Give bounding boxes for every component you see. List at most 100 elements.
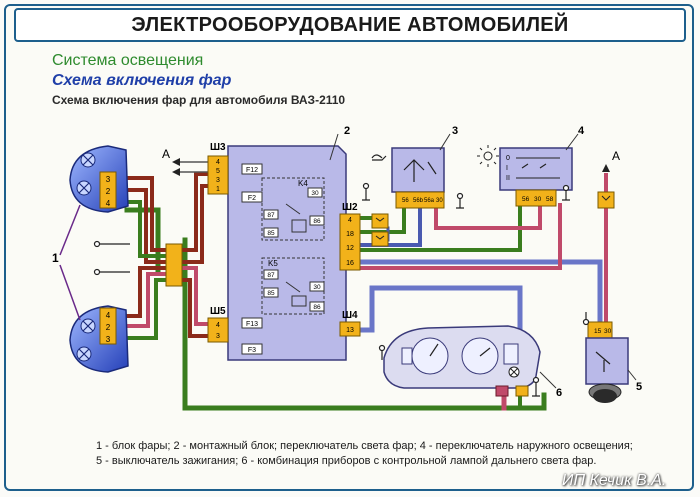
legend-line-2: 5 - выключатель зажигания; 6 - комбинаци… [96, 455, 597, 467]
wire-sh2-16b [358, 203, 562, 270]
sun-icon [477, 145, 499, 167]
wire-lower-lamp-1 [114, 266, 170, 318]
exterior-light-switch: 0 I II 56 30 58 [499, 147, 573, 207]
switch4-mark: 0 [506, 155, 510, 162]
wire-to-sh5-b [180, 278, 210, 338]
switch4-pin: 30 [534, 196, 542, 203]
ground-symbol-switch3 [456, 192, 464, 209]
ignition-switch: 15 30 [585, 321, 629, 403]
connector-sh3-label: Ш3 [210, 142, 226, 153]
callout-1-leader [59, 204, 81, 321]
fuse-f3: F3 [248, 347, 256, 354]
k5-pin: 87 [267, 272, 275, 279]
lamp-pin: 4 [106, 311, 111, 320]
sh4-pin: 13 [346, 327, 354, 334]
wire-to-sh5-a [180, 266, 210, 326]
callout-5: 5 [636, 381, 642, 393]
fuse-f13: F13 [246, 321, 258, 328]
title-banner: ЭЛЕКТРООБОРУДОВАНИЕ АВТОМОБИЛЕЙ [14, 8, 686, 42]
headlamp-upper [69, 145, 129, 213]
callout-6-leader [539, 371, 557, 389]
ignition-pin: 30 [604, 328, 612, 335]
ground-symbol-lower [93, 268, 130, 276]
wire-sh2-12 [358, 203, 422, 247]
sh5-pin: 4 [216, 322, 220, 329]
switch3-pin: 56a [424, 198, 435, 204]
wire-to-sh3-b [180, 184, 210, 264]
diagram-caption: Схема включения фар для автомобиля ВАЗ-2… [52, 93, 346, 107]
sh2-pin: 4 [348, 217, 352, 224]
ground-symbol-upper [93, 240, 130, 248]
mounting-block: 4 5 3 1 Ш3 4 3 Ш5 4 18 12 16 Ш2 13 Ш4 F1… [207, 142, 361, 361]
sh5-pin: 3 [216, 333, 220, 340]
callout-6: 6 [556, 387, 562, 399]
k4-pin: 86 [313, 218, 321, 225]
connector-sh4-label: Ш4 [342, 310, 358, 321]
relay-k4-label: K4 [298, 179, 308, 188]
k4-pin: 87 [267, 212, 275, 219]
switch4-pin: 58 [546, 196, 554, 203]
callout-5-leader [627, 369, 637, 381]
wire-to-sh3-a [180, 172, 210, 252]
headlamp-upper-pins: 3 2 4 [99, 171, 117, 209]
author-credit: ИП Кечик В.А. [562, 472, 667, 489]
switch4-pin: 56 [522, 196, 530, 203]
k5-pin: 85 [267, 290, 275, 297]
wire-lower-lamp-3 [114, 278, 170, 340]
sh3-pin: 4 [216, 159, 220, 166]
callout-3-leader [439, 133, 451, 151]
lamp-pin: 3 [106, 335, 111, 344]
page-title: ЭЛЕКТРООБОРУДОВАНИЕ АВТОМОБИЛЕЙ [131, 13, 569, 36]
headlight-switch-icon [371, 154, 387, 161]
switch3-pin: 30 [436, 198, 443, 204]
callout-2: 2 [344, 125, 350, 137]
wire-sw3-30 [434, 203, 542, 230]
ground-symbol-switch4 [562, 184, 570, 201]
connector-sh5-label: Ш5 [210, 306, 226, 317]
callout-4-leader [565, 133, 579, 151]
lamp-pin: 3 [106, 175, 111, 184]
wire-upper-lamp-1 [114, 176, 170, 252]
sh3-pin: 1 [216, 186, 220, 193]
callout-3: 3 [452, 125, 458, 137]
sh2-pin: 18 [346, 231, 354, 238]
fuse-f12: F12 [246, 167, 258, 174]
ground-symbol-ignition [582, 312, 590, 326]
switch4-mark: I [506, 165, 508, 172]
lamp-pin: 2 [106, 187, 111, 196]
connector-sh2-label: Ш2 [342, 202, 358, 213]
arrow-a-left: A [162, 147, 180, 176]
sh3-pin: 3 [216, 177, 220, 184]
callout-4: 4 [578, 125, 585, 137]
wire-sh2-12b [358, 203, 522, 252]
headlight-switch: 56 56b 56a 30 [391, 147, 445, 209]
k4-pin: 85 [267, 230, 275, 237]
legend-line-1: 1 - блок фары; 2 - монтажный блок; перек… [96, 440, 633, 452]
k5-pin: 86 [313, 304, 321, 311]
callout-1: 1 [52, 251, 59, 265]
sh2-pin: 12 [346, 245, 354, 252]
wire-lower-lamp-2 [114, 272, 170, 328]
arrow-a-right: A [602, 149, 620, 172]
callout-2-leader [329, 133, 339, 161]
k5-pin: 30 [313, 284, 321, 291]
wire-sh2-16 [357, 259, 603, 323]
ground-symbol-cluster [378, 344, 540, 397]
junction-connector [165, 243, 183, 287]
ground-symbol-switch [362, 182, 370, 201]
lamp-pin: 4 [106, 199, 111, 208]
headlamp-lower-pins: 4 2 3 [99, 307, 117, 345]
relay-k5-label: K5 [268, 259, 278, 268]
arrow-label-a: A [162, 147, 170, 161]
section-heading: Система освещения [52, 52, 204, 69]
wire-upper-lamp-2 [114, 188, 170, 264]
switch3-pin: 56 [402, 198, 409, 204]
switch4-mark: II [506, 175, 510, 182]
instrument-cluster [383, 325, 541, 397]
wire-sh4-13 [357, 285, 523, 383]
wires [114, 161, 608, 411]
sh2-pin: 16 [346, 260, 354, 267]
fuse-f2: F2 [248, 195, 256, 202]
